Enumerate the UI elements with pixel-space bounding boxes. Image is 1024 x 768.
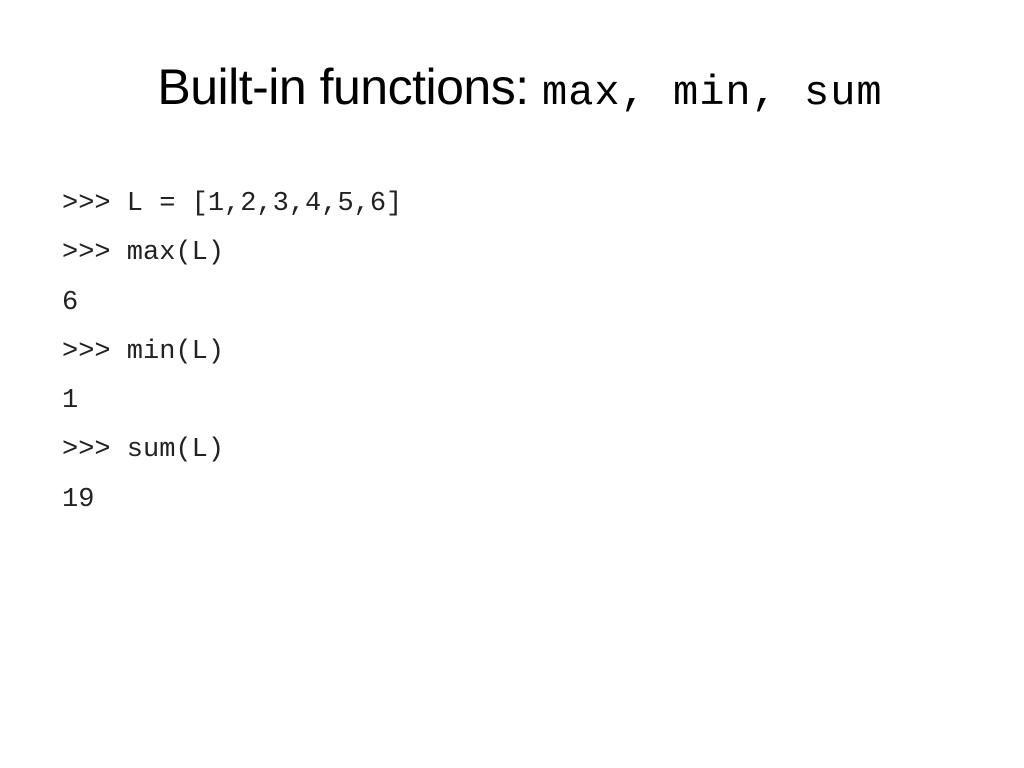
code-line: >>> max(L) xyxy=(62,238,225,269)
code-line: 19 xyxy=(62,484,95,515)
code-line: >>> sum(L) xyxy=(62,435,225,466)
slide-title: Built-in functions: max, min, sum xyxy=(0,62,1024,114)
code-line: 1 xyxy=(62,386,79,417)
code-line: >>> L = [1,2,3,4,5,6] xyxy=(62,189,403,219)
code-block: >>> L = [1,2,3,4,5,6] >>> max(L) 6 >>> m… xyxy=(62,184,402,529)
code-line: >>> min(L) xyxy=(62,336,225,367)
slide-title-text: Built-in functions: xyxy=(157,59,542,115)
code-line: 6 xyxy=(62,287,79,318)
slide-title-code: max, min, sum xyxy=(541,69,883,117)
